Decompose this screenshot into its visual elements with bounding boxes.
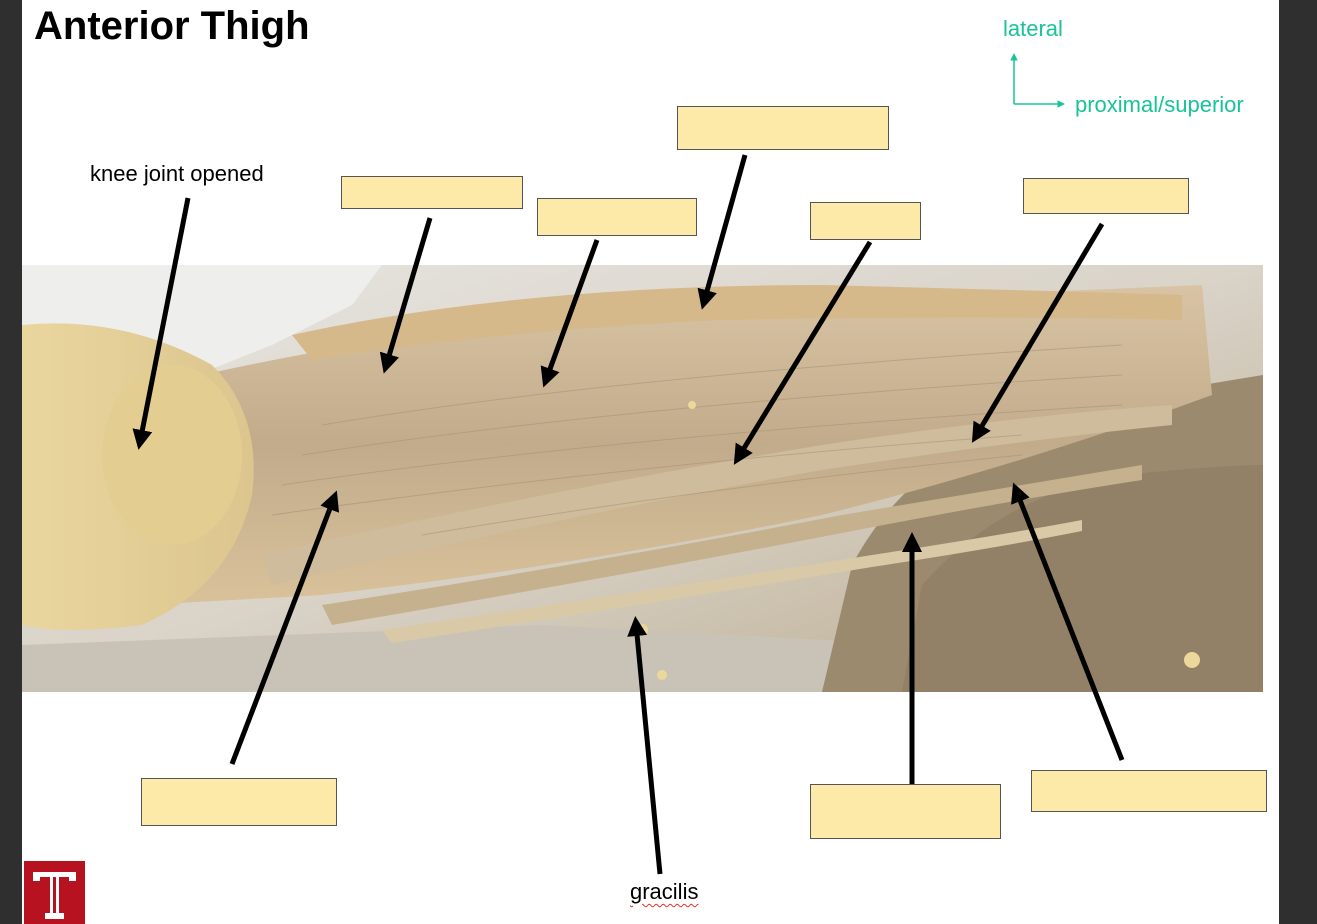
orientation-lateral-label: lateral [1003,16,1063,41]
temple-t-logo [24,861,85,924]
answer-box-2[interactable] [341,176,523,209]
slide-canvas: Anterior Thigh lateral proximal/superior [22,0,1279,924]
temple-t-icon [26,863,83,922]
window-right-margin [1279,0,1317,924]
arrow-box-2 [379,217,433,374]
thigh-dissection-photo [22,265,1263,692]
orientation-arrows [1010,53,1065,108]
arrow-box-bottom-right [1011,482,1125,761]
label-gracilis: gracilis [630,879,699,904]
label-knee-joint-opened: knee joint opened [90,161,264,186]
dissection-image [22,265,1263,692]
arrow-gracilis [627,616,663,875]
answer-box-5[interactable] [810,202,921,240]
slide-title: Anterior Thigh [34,4,310,48]
answer-box-bottom-mid[interactable] [810,784,1001,839]
arrow-box-bottom-left [229,490,340,765]
answer-box-6[interactable] [1023,178,1189,214]
arrow-knee-joint [132,197,191,450]
arrow-box-6 [971,222,1105,443]
answer-box-bottom-right[interactable] [1031,770,1267,812]
answer-box-3[interactable] [537,198,697,236]
orientation-proximal-label: proximal/superior [1075,92,1244,117]
answer-box-top[interactable] [677,106,889,150]
answer-box-bottom-left[interactable] [141,778,337,826]
arrow-box-5 [733,240,873,465]
arrow-box-top [697,154,748,310]
window-left-margin [0,0,22,924]
arrow-box-3 [540,239,600,388]
label-arrows [132,53,1125,875]
